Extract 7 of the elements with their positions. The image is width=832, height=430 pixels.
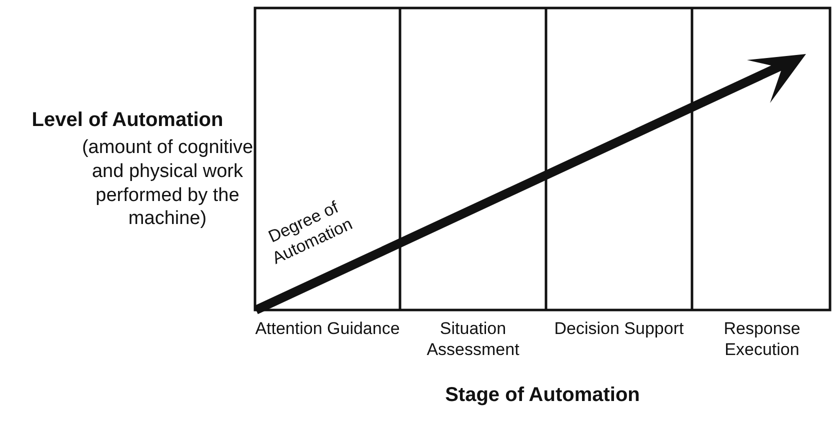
- axis-title: Stage of Automation: [444, 383, 641, 408]
- axis-description: (amount of cognitive and physical work performed by the machine): [80, 136, 254, 231]
- axis-title: Level of Automation: [30, 108, 224, 133]
- stage-label: Response Execution: [722, 318, 802, 360]
- stage-label: Situation Assessment: [426, 318, 520, 360]
- stage-label: Decision Support: [553, 318, 685, 340]
- stage-label: Attention Guidance: [255, 318, 400, 340]
